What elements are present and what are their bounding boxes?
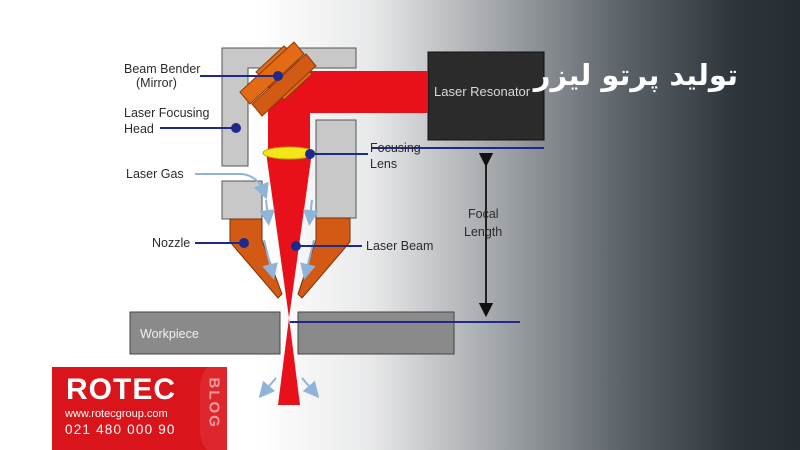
pointer-lines (160, 71, 368, 251)
exit-laser-beam (278, 318, 300, 405)
workpiece: Workpiece (129, 311, 455, 355)
focal-length-indicator: Focal Length (290, 147, 544, 323)
beam-bender-label: Beam Bender (124, 62, 200, 76)
lens-label: Lens (370, 157, 397, 171)
focusing-label: Focusing (370, 141, 421, 155)
page-title: تولید پرتو لیزر (533, 58, 738, 92)
badge-blog-text: BLOG (205, 377, 223, 429)
head-label: Head (124, 122, 154, 136)
mirror-label: (Mirror) (136, 76, 177, 90)
laser-resonator-label: Laser Resonator (434, 84, 531, 99)
vertical-laser-beam (268, 90, 310, 150)
badge-brand-name: ROTEC (66, 373, 176, 406)
nozzle-label: Nozzle (152, 236, 190, 250)
badge-decoration (200, 367, 227, 450)
focused-laser-beam (266, 152, 312, 318)
workpiece-label: Workpiece (140, 327, 199, 341)
laser-resonator-box: Laser Resonator (427, 51, 545, 141)
focal-label: Focal (468, 207, 499, 221)
laser-gas-label: Laser Gas (126, 167, 184, 181)
beam-bender-mirror (239, 41, 317, 117)
badge-phone: 021 480 000 90 (65, 422, 176, 437)
badge-website: www.rotecgroup.com (65, 408, 168, 420)
laser-beam-label: Laser Beam (366, 239, 433, 253)
laser-gas-arrows (195, 173, 320, 399)
rotec-badge: ROTEC www.rotecgroup.com 021 480 000 90 … (52, 367, 227, 450)
laser-focusing-label: Laser Focusing (124, 106, 210, 120)
focusing-head-frame (221, 47, 357, 220)
length-label: Length (464, 225, 502, 239)
